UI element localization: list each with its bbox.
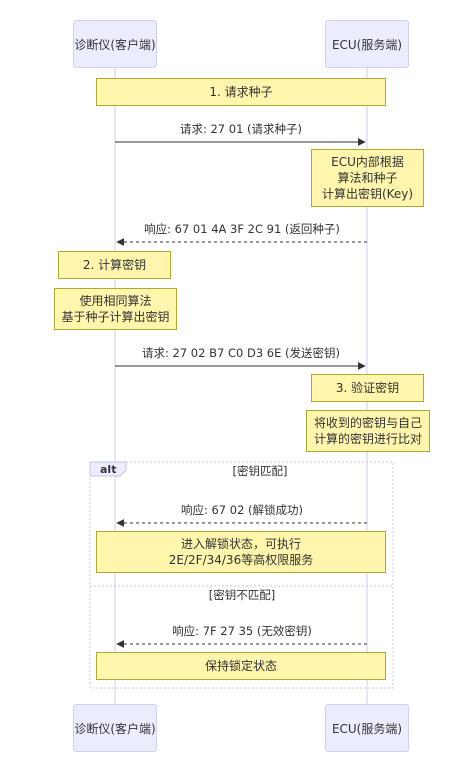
- note-compute-key: 2. 计算密钥: [58, 251, 171, 279]
- alt-condition-mismatch: [密钥不匹配]: [208, 588, 276, 602]
- message-label-return-seed: 响应: 67 01 4A 3F 2C 91 (返回种子): [144, 222, 340, 236]
- note-verify-key: 3. 验证密钥: [311, 374, 424, 402]
- participant-server-bottom: ECU(服务端): [325, 704, 409, 752]
- message-label-request-seed: 请求: 27 01 (请求种子): [179, 122, 303, 136]
- message-label-send-key: 请求: 27 02 B7 C0 D3 6E (发送密钥): [141, 346, 341, 360]
- participant-server-label: ECU(服务端): [331, 37, 403, 52]
- note-unlocked-state: 进入解锁状态，可执行 2E/2F/34/36等高权限服务: [96, 531, 386, 573]
- participant-client-label-bottom: 诊断仪(客户端): [74, 721, 156, 736]
- message-label-invalid-key: 响应: 7F 27 35 (无效密钥): [172, 624, 312, 638]
- note-compare-key: 将收到的密钥与自己 计算的密钥进行比对: [306, 410, 430, 452]
- alt-frame: [89, 461, 394, 689]
- note-locked-state: 保持锁定状态: [96, 652, 386, 680]
- note-client-compute-key: 使用相同算法 基于种子计算出密钥: [54, 288, 177, 330]
- participant-server-top: ECU(服务端): [325, 20, 409, 68]
- note-request-seed: 1. 请求种子: [96, 78, 386, 106]
- participant-client-top: 诊断仪(客户端): [73, 20, 157, 68]
- participant-client-bottom: 诊断仪(客户端): [73, 704, 157, 752]
- note-ecu-compute-key: ECU内部根据 算法和种子 计算出密钥(Key): [311, 149, 424, 207]
- alt-keyword: alt: [100, 463, 117, 476]
- participant-client-label: 诊断仪(客户端): [74, 37, 156, 52]
- alt-label-box: [89, 461, 127, 477]
- participant-server-label-bottom: ECU(服务端): [331, 721, 403, 736]
- message-label-unlock-success: 响应: 67 02 (解锁成功): [180, 503, 304, 517]
- alt-condition-match: [密钥匹配]: [232, 464, 288, 478]
